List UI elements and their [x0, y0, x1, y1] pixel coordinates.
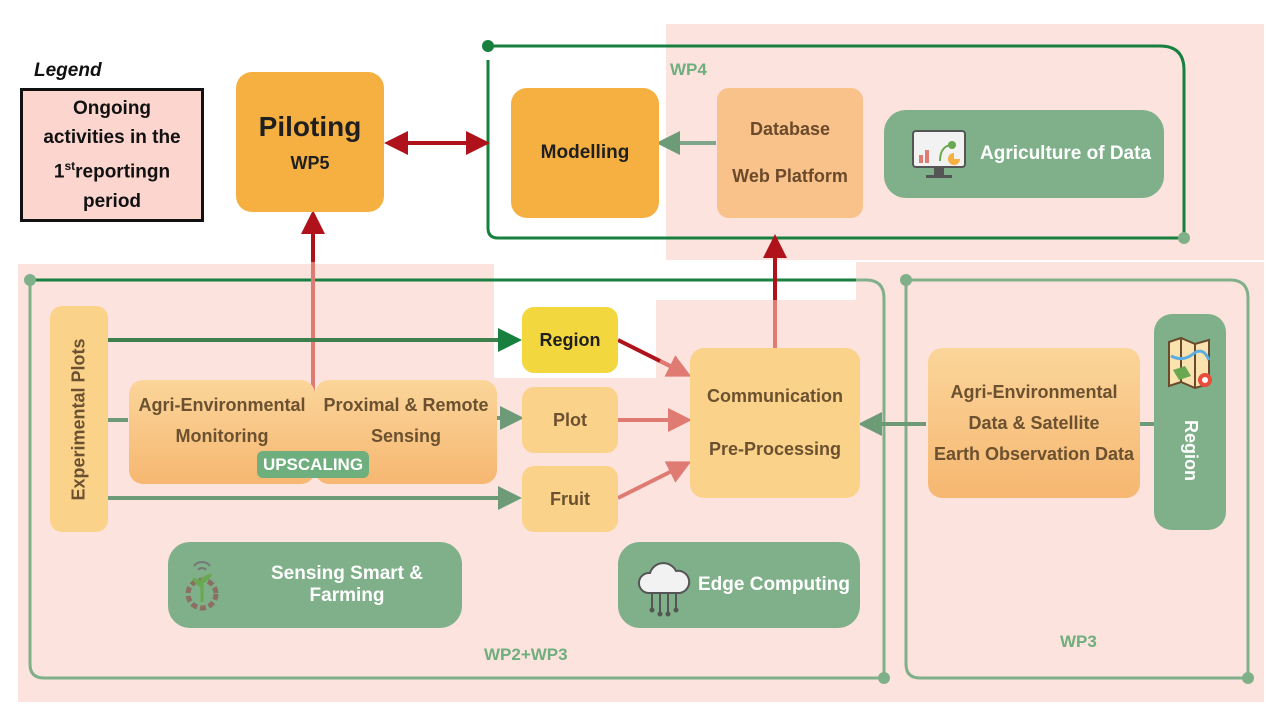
agriculture-data-box[interactable]: Agriculture of Data — [884, 110, 1164, 198]
smart-farming-box[interactable]: Sensing Smart & Farming — [168, 542, 462, 628]
wp3-bracket — [906, 278, 1250, 676]
legend-line-1: Ongoing — [72, 98, 152, 120]
region-vertical-label: Region — [1180, 420, 1201, 481]
wp4-label: WP4 — [670, 60, 707, 79]
wp3-dot-start — [900, 274, 912, 286]
agriculture-data-label: Agriculture of Data — [980, 143, 1152, 164]
wp3-label: WP3 — [1060, 632, 1097, 651]
legend-line-3-suffix: reportingn — [75, 161, 171, 183]
modelling-box[interactable]: Modelling — [511, 88, 659, 218]
wp4-dot-start — [482, 40, 494, 52]
wp23-bracket-left — [28, 280, 884, 680]
wp23-label: WP2+WP3 — [484, 645, 568, 664]
legend-box: Ongoing activities in the 1streportingn … — [20, 88, 204, 222]
agri-env-data-line-3: Earth Observation Data — [933, 443, 1135, 464]
region-vertical-box[interactable]: Region — [1154, 314, 1226, 530]
edge-computing-box[interactable]: Edge Computing — [618, 542, 860, 628]
upscaling-badge: UPSCALING — [257, 451, 369, 478]
arrow-fruit-communication — [617, 461, 692, 500]
communication-line-2: Pre-Processing — [708, 439, 842, 459]
wp4-bracket-left — [486, 60, 1184, 240]
sensing-line-2: Sensing — [370, 426, 441, 446]
upscaling-label: UPSCALING — [262, 454, 364, 474]
region-box[interactable]: Region — [522, 307, 618, 373]
piloting-title: Piloting — [258, 110, 362, 142]
smart-farming-label: Sensing Smart & Farming — [270, 563, 424, 606]
wp23-bracket — [856, 278, 886, 678]
plot-box[interactable]: Plot — [522, 387, 618, 453]
wp23-highlight-top — [18, 264, 494, 304]
piloting-sub: WP5 — [290, 152, 330, 173]
monitor-chart-icon — [910, 125, 968, 183]
legend-line-3-sup: st — [64, 159, 76, 174]
experimental-plots-label: Experimental Plots — [68, 337, 89, 501]
plot-label: Plot — [553, 409, 587, 430]
legend-line-3-prefix: 1 — [53, 161, 65, 183]
wp3-dot-end — [1242, 672, 1254, 684]
wp3-bracket-left — [904, 280, 1248, 680]
database-line-1: Database — [749, 119, 831, 139]
legend-line-2: activities in the — [43, 127, 181, 149]
legend-line-3: 1streportingn — [54, 152, 170, 186]
communication-line-1: Communication — [706, 386, 843, 406]
fruit-label: Fruit — [550, 488, 590, 509]
agri-env-data-line-2: Data & Satellite — [968, 412, 1100, 433]
sensing-line-1: Proximal & Remote — [323, 395, 489, 415]
legend-line-4: period — [82, 190, 142, 212]
cloud-circuit-icon — [634, 553, 692, 617]
edge-computing-label: Edge Computing — [698, 574, 850, 595]
monitoring-line-2: Monitoring — [175, 426, 269, 446]
experimental-plots-box[interactable]: Experimental Plots — [50, 306, 108, 532]
wp23-dot-start — [24, 274, 36, 286]
wp23-dot-end — [878, 672, 890, 684]
modelling-label: Modelling — [540, 142, 630, 163]
wp4-bracket — [488, 44, 1186, 238]
agri-env-data-line-1: Agri-Environmental — [950, 381, 1118, 402]
smart-plant-gear-icon — [180, 554, 224, 616]
database-box[interactable]: Database Web Platform — [717, 88, 863, 218]
monitoring-line-1: Agri-Environmental — [138, 395, 306, 415]
communication-box[interactable]: Communication Pre-Processing — [690, 348, 860, 498]
database-line-2: Web Platform — [732, 166, 848, 186]
agri-env-data-box[interactable]: Agri-Environmental Data & Satellite Eart… — [928, 348, 1140, 498]
legend-title: Legend — [34, 60, 102, 81]
arrow-region-communication-tip — [659, 355, 692, 377]
region-label: Region — [539, 329, 601, 350]
fruit-box[interactable]: Fruit — [522, 466, 618, 532]
wp4-dot-end — [1178, 232, 1190, 244]
piloting-box[interactable]: Piloting WP5 — [236, 72, 384, 212]
map-icon — [1163, 332, 1217, 396]
